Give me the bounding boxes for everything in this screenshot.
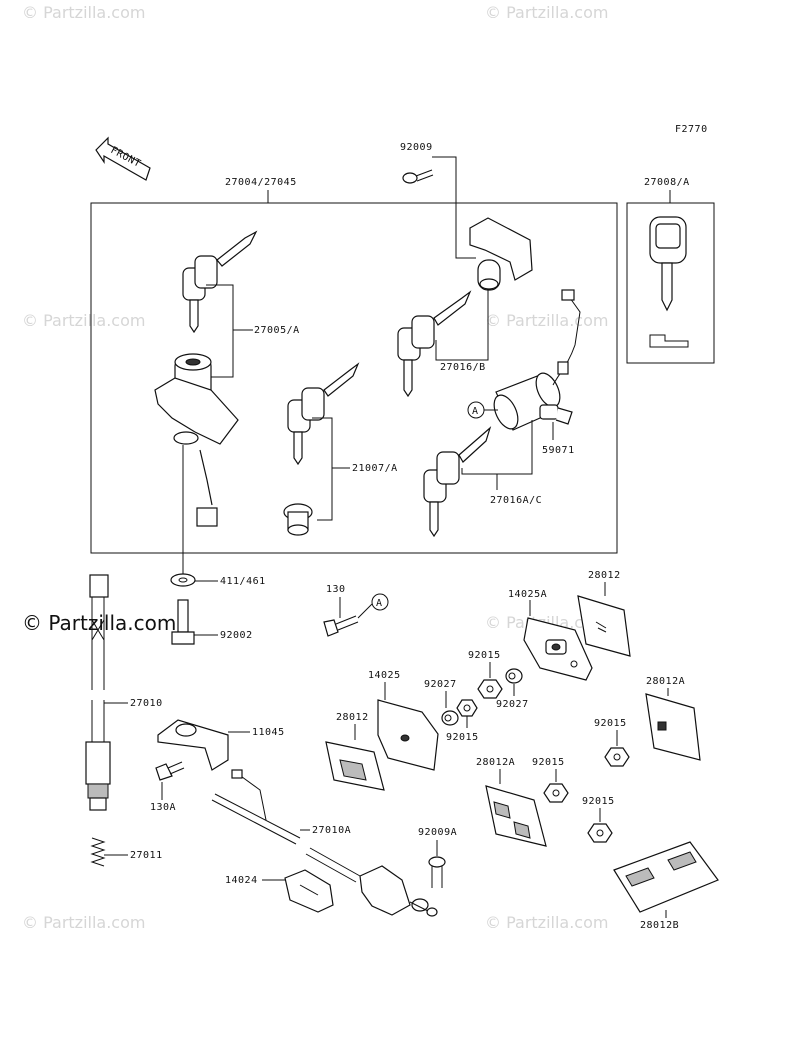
callout-11045: 11045	[252, 727, 285, 738]
callout-ref-a-bottom: A	[376, 598, 383, 609]
figure-code: F2770	[675, 124, 708, 135]
callout-92009: 92009	[400, 142, 433, 153]
front-arrow-icon: FRONT	[95, 136, 151, 181]
callout-92015-e: 92015	[582, 796, 615, 807]
brake-switch-icon	[359, 865, 438, 917]
watermark-top-left: © Partzilla.com	[22, 3, 145, 22]
callout-14025a: 14025A	[508, 589, 547, 600]
callout-27010a: 27010A	[312, 825, 351, 836]
callout-92015-a: 92015	[468, 650, 501, 661]
callout-92002: 92002	[220, 630, 253, 641]
callout-27016ac: 27016A/C	[490, 495, 542, 506]
callout-27005: 27005/A	[254, 325, 300, 336]
seat-lock-icon	[469, 217, 533, 291]
watermark-mid-left: © Partzilla.com	[22, 311, 145, 330]
keys-27005-icon	[182, 230, 258, 334]
watermark-bottom-left: © Partzilla.com	[22, 913, 145, 932]
nut-92015-b-icon	[456, 699, 478, 717]
bolt-92002-icon	[171, 599, 195, 645]
key-blank-icon	[649, 216, 689, 348]
callout-28012-left: 28012	[336, 712, 369, 723]
callout-92015-d: 92015	[532, 757, 565, 768]
bolt-130a-icon	[155, 761, 185, 781]
bolt-130-icon	[323, 615, 359, 637]
keys-27016b-icon	[397, 290, 472, 398]
callout-130: 130	[326, 584, 346, 595]
callout-92009a: 92009A	[418, 827, 457, 838]
key-set-box	[90, 202, 618, 554]
keys-21007-icon	[287, 362, 360, 466]
callout-27011: 27011	[130, 850, 163, 861]
nut-92015-c-icon	[604, 747, 630, 767]
watermark-mid-right: © Partzilla.com	[485, 311, 608, 330]
nut-92015-e-icon	[587, 823, 613, 843]
reflector-28012-left-icon	[325, 741, 385, 791]
reflector-bracket-14025-icon	[377, 699, 439, 771]
ignition-switch-icon	[154, 353, 239, 527]
spring-27011-icon	[90, 837, 106, 867]
callout-92027-b: 92027	[424, 679, 457, 690]
callout-130a: 130A	[150, 802, 176, 813]
reflector-bracket-14025a-icon	[523, 617, 593, 681]
callout-28012a-right: 28012A	[646, 676, 685, 687]
switch-cable-27010a-icon	[211, 769, 361, 883]
watermark-bottom-right: © Partzilla.com	[485, 913, 608, 932]
keys-27016ac-icon	[423, 426, 492, 538]
callout-59071: 59071	[542, 445, 575, 456]
brake-switch-cable-icon	[85, 574, 111, 811]
callout-14025: 14025	[368, 670, 401, 681]
watermark-top-right: © Partzilla.com	[485, 3, 608, 22]
callout-27004: 27004/27045	[225, 177, 297, 188]
reflector-28012b-icon	[613, 841, 719, 913]
callout-92015-b: 92015	[446, 732, 479, 743]
callout-92015-c: 92015	[594, 718, 627, 729]
washer-411-icon	[170, 573, 196, 587]
collar-92027-a-icon	[505, 668, 523, 684]
callout-27010: 27010	[130, 698, 163, 709]
lock-cap-icon	[283, 503, 313, 536]
reflector-28012a-mid-icon	[485, 785, 547, 847]
callout-27016b: 27016/B	[440, 362, 486, 373]
collar-92027-b-icon	[441, 710, 459, 726]
watermarks: © Partzilla.com © Partzilla.com © Partzi…	[22, 3, 608, 932]
callout-92027-a: 92027	[496, 699, 529, 710]
callout-28012-top: 28012	[588, 570, 621, 581]
screw-92009-icon	[402, 169, 434, 184]
reflector-28012a-right-icon	[645, 693, 701, 761]
screw-92009a-icon	[428, 856, 446, 888]
nut-92015-d-icon	[543, 783, 569, 803]
callout-411: 411/461	[220, 576, 266, 587]
callout-14024: 14024	[225, 875, 258, 886]
switch-cover-14024-icon	[284, 869, 334, 913]
clip-59071-icon	[539, 404, 573, 425]
nut-92015-a-icon	[477, 679, 503, 699]
callout-28012b: 28012B	[640, 920, 679, 931]
callout-21007: 21007/A	[352, 463, 398, 474]
callout-28012a-mid: 28012A	[476, 757, 515, 768]
reflector-28012-top-icon	[577, 595, 631, 657]
bracket-11045-icon	[157, 719, 229, 771]
callout-ref-a-top: A	[472, 406, 479, 417]
callout-27008: 27008/A	[644, 177, 690, 188]
